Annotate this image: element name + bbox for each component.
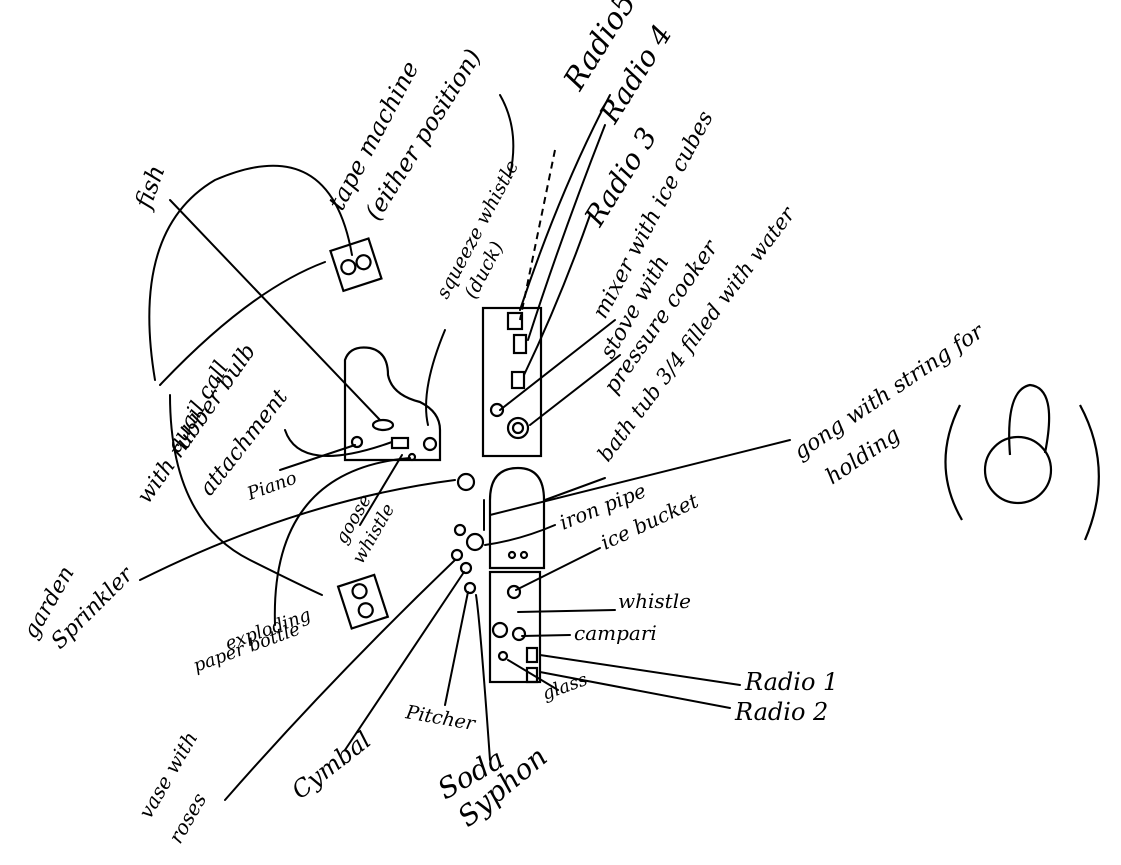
label-whistle: whistle [618,589,691,613]
garden-leader [139,479,456,581]
radio3-box [510,370,526,390]
tape-machine-bottom-icon [336,573,390,630]
radio4-leader [527,124,606,341]
campari-symbol [511,626,527,642]
vase-leader [224,559,456,801]
gong-diagram-string [1008,383,1051,456]
tape-arc-upper [148,164,353,381]
label-radio2: Radio 2 [734,698,828,726]
ice-bucket-leader [515,547,601,591]
label-vase-2: roses [164,789,212,848]
gong-leader [489,439,791,516]
radio5-dash [519,149,556,321]
quail-leader [284,429,393,457]
cymbal-symbol [459,561,473,575]
bath-tub-shape [488,466,546,570]
gong-diagram-circle [983,435,1053,505]
tub-drain-a [507,550,517,560]
kitchen-table-lower [488,570,542,684]
soda-leader [475,594,491,761]
stove-burner-outer [506,416,530,440]
mixer-leader [499,319,616,411]
glass-symbol [497,650,509,662]
squeeze-leader [425,329,446,426]
exploding-bottle-symbol [453,523,467,537]
tape-arrow-lower [169,394,323,596]
garden-sprinkler-symbol [456,472,476,492]
radio4-box [512,333,528,355]
tape-arrow-upper [159,261,326,386]
gong-diagram-left-bracket [944,404,963,521]
pitcher-symbol [463,581,477,595]
tape-machine-top-icon [329,237,383,293]
glass-leader [507,659,559,691]
label-piano: Piano [244,467,300,505]
radio1-box [525,646,539,664]
whistle-symbol [491,621,509,639]
label-glass: glass [540,669,591,705]
fish-leader [169,199,381,421]
mixer-symbol [489,402,505,418]
iron-pipe-leader [484,524,556,546]
piano-object-c [422,436,438,452]
cymbal-leader [344,571,465,751]
label-pitcher: Pitcher [403,701,478,735]
tub-drain-b [519,550,529,560]
label-campari: campari [574,621,657,645]
exploding-leader [273,457,411,626]
stove-leader [529,354,621,426]
goose-whistle-symbol [407,452,417,462]
label-cymbal: Cymbal [286,726,376,805]
tape-bracket [499,94,515,176]
bathtub-leader [544,477,606,501]
radio2-leader [539,671,731,709]
radio3-leader [523,214,591,376]
goose-leader [359,454,403,526]
gong-symbol [465,532,485,552]
vase-symbol [450,548,464,562]
label-fish: fish [129,161,171,214]
label-radio1: Radio 1 [744,668,838,696]
ice-bucket-symbol [506,584,522,600]
stove-burner-inner [511,421,525,435]
pitcher-leader [444,591,469,706]
fish-symbol [371,418,395,432]
radio1-leader [539,654,741,686]
whistle-leader [517,609,616,613]
gong-diagram-right-bracket [1079,404,1100,541]
radio5-box [506,311,524,331]
piano-object-a [350,435,364,449]
piano-leader [279,444,356,471]
radio2-box [525,666,539,684]
radio5-leader [519,94,611,311]
piano-shape [343,346,442,462]
campari-leader [521,634,571,637]
